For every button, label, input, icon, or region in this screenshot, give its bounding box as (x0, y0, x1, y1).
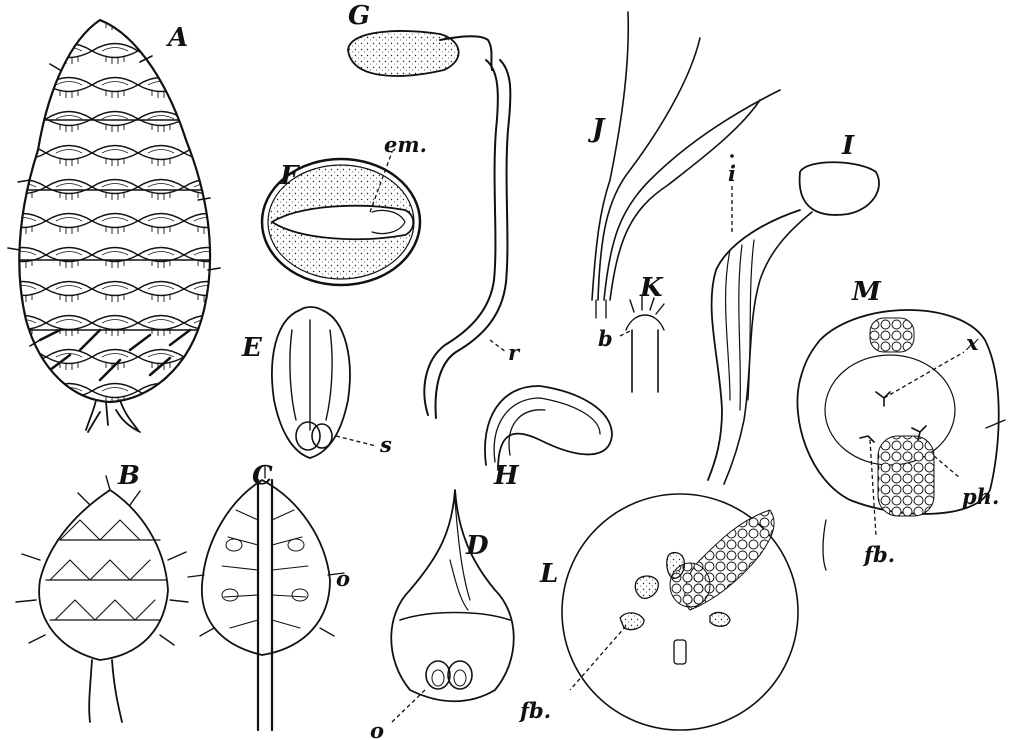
label-d: D (465, 531, 489, 561)
figure-l-enlarged-section: L fb. (518, 494, 798, 730)
figure-b-young-cone: B (16, 461, 188, 722)
label-c: C (252, 461, 273, 491)
figure-f-seed-section: F em. (262, 132, 427, 285)
figure-m-needle-cross-section: M x ph. fb. (797, 277, 1005, 570)
label-i: i (728, 161, 736, 186)
label-fb-l: fb. (518, 698, 551, 723)
figure-c-cone-section: C o (188, 461, 350, 730)
label-r: r (508, 340, 521, 365)
figure-i-seedling-upright: I i (708, 131, 879, 484)
label-s: s (379, 432, 392, 457)
label-ph: ph. (962, 484, 999, 509)
label-j: J (587, 114, 606, 144)
label-h: H (493, 461, 520, 491)
label-b: B (117, 461, 140, 491)
label-l: L (539, 559, 558, 589)
figure-e-winged-seed: E s (241, 307, 392, 458)
label-k: K (639, 273, 664, 303)
label-o-d: o (370, 718, 384, 740)
label-b: b (598, 326, 613, 351)
figure-d-cone-scale: D o (370, 490, 514, 740)
label-fb-m: fb. (862, 542, 895, 567)
label-i-fig: I (841, 131, 855, 161)
label-g: G (348, 1, 370, 31)
figure-k-needle-sheath: K b (598, 273, 664, 392)
figure-a-mature-cone: A (0, 0, 230, 432)
label-em: em. (384, 132, 427, 157)
label-x: x (965, 330, 979, 355)
label-f: F (279, 161, 300, 191)
label-a: A (165, 23, 188, 53)
label-m: M (851, 277, 882, 307)
label-o-c: o (336, 566, 350, 591)
label-e: E (241, 333, 263, 363)
figure-h-seedling-bent: H (485, 386, 612, 491)
